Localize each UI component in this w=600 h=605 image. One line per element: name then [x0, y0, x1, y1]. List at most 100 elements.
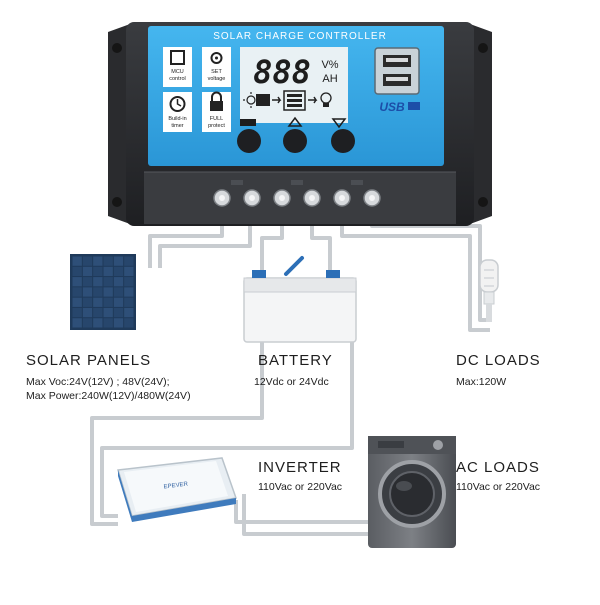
inverter-brand: EPEVER [163, 481, 189, 490]
set-voltage-icon: SET voltage [202, 47, 231, 87]
solar-cell [124, 307, 134, 318]
lcd-display: 888 V% AH [240, 47, 348, 123]
solar-cell [82, 307, 93, 318]
solar-cell [103, 287, 113, 297]
svg-text:voltage: voltage [208, 76, 226, 82]
solar-cell [72, 277, 82, 287]
menu-button[interactable] [237, 129, 261, 153]
solar-cell [113, 277, 124, 287]
svg-text:SET: SET [211, 69, 222, 75]
svg-text:MCU: MCU [171, 69, 184, 75]
wire-ac-1 [234, 500, 372, 524]
lcd-battery-icon [283, 90, 306, 111]
solar-cell [103, 297, 113, 307]
solar-cell [72, 297, 82, 307]
up-button[interactable] [283, 129, 307, 153]
solar-cell [103, 256, 113, 266]
solar-panels-title: SOLAR PANELS [26, 352, 152, 369]
terminal-screw-center [249, 195, 255, 201]
solar-cell [113, 266, 124, 277]
solar-cell [124, 297, 134, 307]
down-button[interactable] [331, 129, 355, 153]
terminal-screw-center [219, 195, 225, 201]
solar-cell [82, 266, 93, 277]
terminal-group-icon [351, 180, 363, 185]
solar-cell [103, 318, 113, 328]
battery-title: BATTERY [258, 352, 333, 369]
svg-text:Build-in: Build-in [168, 116, 186, 122]
solar-cell [82, 297, 93, 307]
solar-cell [93, 256, 103, 266]
controller-mount-left [108, 24, 130, 224]
lcd-unit-top: V% [321, 59, 338, 71]
solar-cell [72, 287, 82, 297]
solar-cell [82, 318, 93, 328]
solar-cell [113, 287, 124, 297]
solar-cell [93, 266, 103, 277]
bulb-icon [320, 92, 332, 107]
solar-cell [82, 287, 93, 297]
wire-inverter-1 [90, 340, 264, 526]
lcd-digits: 888 [253, 53, 311, 91]
mcu-control-icon: MCU control [163, 47, 192, 87]
solar-cell [72, 256, 82, 266]
terminal-screw-center [279, 195, 285, 201]
solar-cell [113, 297, 124, 307]
solar-cell [82, 256, 93, 266]
dc-loads-spec: Max:120W [456, 376, 507, 388]
arrow-right-icon [272, 96, 282, 104]
ac-loads-spec: 110Vac or 220Vac [456, 481, 541, 493]
svg-text:protect: protect [208, 123, 225, 129]
controller-mount-right [470, 24, 492, 224]
battery-spec: 12Vdc or 24Vdc [254, 376, 329, 388]
solar-cell [93, 297, 103, 307]
dc-loads-title: DC LOADS [456, 352, 541, 369]
charge-controller: SOLAR CHARGE CONTROLLER MCU control SET … [108, 22, 492, 226]
ac-loads-title: AC LOADS [456, 459, 540, 476]
battery-terminal-negative [252, 270, 266, 278]
svg-text:timer: timer [171, 123, 183, 129]
solar-cell [103, 277, 113, 287]
terminals [213, 180, 381, 207]
solar-cell [113, 256, 124, 266]
usb-label: USB [379, 100, 405, 114]
dc-load-bulb [479, 259, 499, 322]
solar-panel-cells [72, 256, 134, 328]
controller-title: SOLAR CHARGE CONTROLLER [213, 31, 387, 42]
terminal-screw-center [309, 195, 315, 201]
wire-inverter-2 [100, 340, 354, 518]
solar-cell [82, 277, 93, 287]
usb-ports: USB [374, 47, 420, 114]
solar-cell [124, 266, 134, 277]
solar-cell [113, 307, 124, 318]
machine-knob [433, 440, 443, 450]
solar-cell [103, 307, 113, 318]
solar-cell [124, 277, 134, 287]
arrow-right-icon-2 [308, 96, 318, 104]
sun-icon [243, 92, 259, 108]
solar-cell [93, 277, 103, 287]
solar-cell [93, 307, 103, 318]
terminal-strip [144, 172, 456, 224]
full-protect-icon: FULL protect [202, 91, 231, 132]
inverter-spec: 110Vac or 220Vac [258, 481, 343, 493]
solar-cell [93, 287, 103, 297]
solar-cell [72, 266, 82, 277]
ac-load-washing-machine [368, 436, 456, 548]
solar-cell [93, 318, 103, 328]
menu-icon [240, 119, 256, 126]
solar-cell [103, 266, 113, 277]
up-arrow-icon [287, 116, 303, 127]
battery-terminal-positive [326, 270, 340, 278]
terminal-screw-center [369, 195, 375, 201]
solar-panel [70, 254, 136, 330]
inverter-unit: EPEVER [117, 457, 238, 522]
lcd-unit-bottom: AH [322, 73, 337, 85]
terminal-group-icon [291, 180, 303, 185]
solar-cell [72, 318, 82, 328]
svg-text:FULL: FULL [210, 116, 223, 122]
terminal-screw-center [339, 195, 345, 201]
svg-text:control: control [169, 76, 186, 82]
